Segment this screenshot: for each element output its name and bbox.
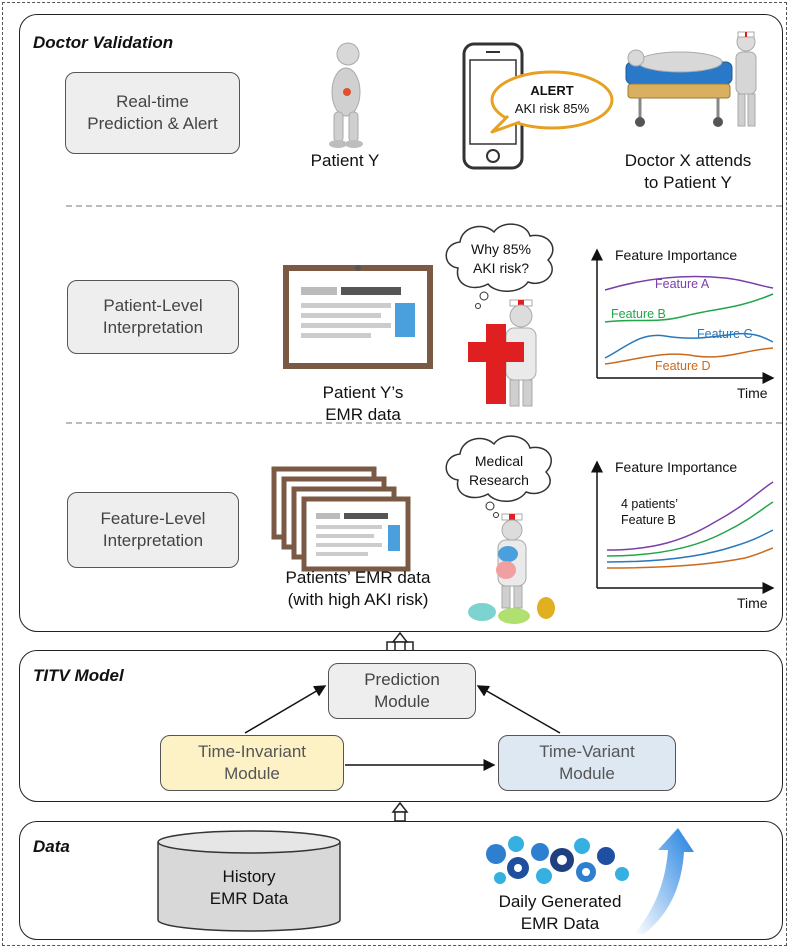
growth-arrow-icon — [634, 828, 694, 934]
separator-1 — [66, 205, 782, 207]
alert-text: AKI risk 85% — [514, 101, 590, 116]
titv-model-title: TITV Model — [33, 666, 124, 685]
gears-cloud-icon — [486, 836, 629, 884]
time-invariant-module-box: Time-Invariant Module — [160, 735, 344, 791]
patient-figure-icon — [329, 42, 363, 148]
series-line-4 — [604, 347, 774, 365]
series-label-1: Feature A — [655, 277, 710, 291]
doctor-attends-label: Doctor X attends to Patient Y — [624, 151, 752, 192]
patient-y-label: Patient Y — [310, 151, 380, 170]
series-line-1 — [604, 275, 774, 291]
realtime-prediction-box: Real-time Prediction & Alert — [65, 72, 240, 154]
series-label-3: Feature C — [697, 327, 753, 341]
doctor-with-pills-icon — [468, 513, 555, 624]
model-arrows — [244, 685, 561, 771]
emr-board-icon — [283, 265, 433, 369]
alert-title: ALERT — [530, 83, 574, 98]
x-axis-label: Time — [737, 595, 768, 611]
patient-line-2 — [606, 501, 774, 557]
annotation-line-1: 4 patients’ — [621, 497, 678, 511]
time-variant-module-box: Time-Variant Module — [498, 735, 676, 791]
doctor-validation-title: Doctor Validation — [33, 33, 174, 52]
chart-title: Feature Importance — [615, 459, 737, 475]
series-line-3 — [604, 332, 774, 359]
history-emr-label: History EMR Data — [209, 867, 289, 908]
patient-level-box: Patient-Level Interpretation — [67, 280, 239, 354]
data-title: Data — [33, 837, 70, 856]
series-label-4: Feature D — [655, 359, 711, 373]
hospital-bed-icon — [625, 31, 757, 127]
daily-emr-label: Daily Generated EMR Data — [498, 892, 622, 933]
research-thought-cloud — [445, 435, 552, 518]
research-text: Medical Research — [469, 453, 529, 488]
doctor-with-cross-icon — [468, 299, 537, 407]
series-label-2: Feature B — [611, 307, 666, 321]
up-arrow-2 — [391, 801, 409, 822]
emr-stack-icon — [271, 466, 411, 572]
alert-speech-bubble — [490, 70, 614, 134]
feature-level-box: Feature-Level Interpretation — [67, 492, 239, 568]
why-thought-cloud — [445, 223, 554, 309]
patient-line-3 — [606, 529, 774, 563]
why-text: Why 85% AKI risk? — [471, 241, 531, 276]
patient-line-1 — [606, 481, 774, 551]
database-cylinder-icon — [157, 830, 341, 932]
patient-line-4 — [606, 547, 774, 569]
x-axis-label: Time — [737, 385, 768, 401]
prediction-module-box: Prediction Module — [328, 663, 476, 719]
annotation-line-2: Feature B — [621, 513, 676, 527]
patient-emr-label: Patient Y’s EMR data — [322, 383, 404, 424]
series-line-2 — [604, 293, 774, 323]
chart-title: Feature Importance — [615, 247, 737, 263]
up-arrow-1 — [386, 631, 414, 652]
patients-emr-label: Patients’ EMR data (with high AKI risk) — [285, 568, 431, 609]
separator-2 — [66, 422, 782, 424]
